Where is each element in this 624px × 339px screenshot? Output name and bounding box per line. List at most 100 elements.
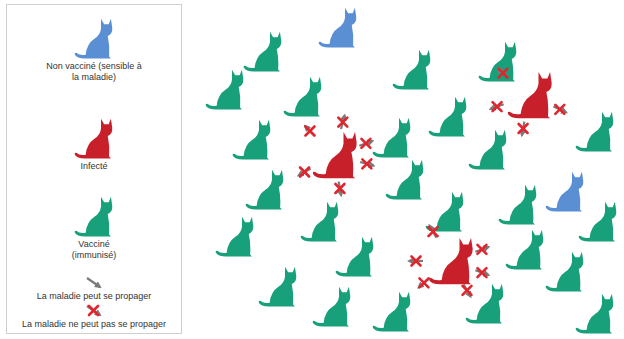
blocked-arrow [475,245,488,254]
cross-stroke [338,118,347,127]
spread-arrow [419,278,430,287]
vaccinated-cat [579,202,617,242]
cross-stroke [477,268,486,277]
cross-stroke [300,168,309,177]
cross-stroke [362,159,371,168]
cross-stroke [463,286,472,295]
cross-stroke [493,102,502,111]
cross-stroke [419,278,428,287]
vaccinated-cat [479,42,517,82]
vaccinated-cat [546,252,584,292]
vaccinated-cat [216,217,254,257]
blocked-cross [300,168,309,177]
legend-entry: La maladie ne peut pas se propager [7,303,181,330]
cross-stroke [361,139,370,148]
vaccinated-cat [469,130,507,170]
blocked-arrow [419,278,430,287]
vaccinated-cat [313,287,351,327]
vaccinated-cat [373,292,411,332]
legend-swatch [73,115,115,161]
legend-entry: Non vacciné (sensible à la maladie) [7,15,181,83]
spread-arrow [430,225,437,237]
blocked-arrow [475,268,488,277]
cross-stroke [498,69,507,78]
blocked-arrow [553,105,566,114]
vaccinated-cat [233,120,271,160]
blocked-cross [338,118,347,127]
blocked-cross [555,105,564,114]
cross-stroke [412,257,421,266]
blocked-cross [361,139,370,148]
cross-stroke [300,168,309,177]
cross-stroke [412,257,421,266]
infected-cat [508,72,552,118]
cross-stroke [498,69,507,78]
vaccinated-cat [576,112,614,152]
cross-stroke [335,184,344,193]
legend-label: Vacciné (immunisé) [64,239,124,261]
legend-label: Non vacciné (sensible à la maladie) [44,61,144,83]
blocked-arrow [360,159,374,168]
vaccinated-cat [206,70,244,110]
cross-stroke [519,124,528,133]
vaccinated-cat [259,267,297,307]
blocked-cross [362,159,371,168]
vaccinated-cat [336,237,374,277]
vaccinated-cat [386,160,424,200]
spread-arrow [87,306,100,315]
vaccinated-cat [244,32,282,72]
arrow-group [298,69,566,297]
blocked-cross [89,306,98,315]
blocked-arrow [359,139,372,148]
spread-arrow [298,169,310,176]
legend-entry: Infecté [7,115,181,172]
blocked-arrow [338,115,347,129]
blocked-cross [463,286,472,295]
blocked-arrow [519,122,528,136]
legend-panel: Non vacciné (sensible à la maladie) Infec… [6,4,182,334]
blocked-cross [305,126,314,135]
cat-group [206,8,617,334]
blocked-arrow [429,225,438,237]
blocked-cross [477,245,486,254]
vaccinated-cat [284,77,322,117]
legend-entry: Vacciné (immunisé) [7,193,181,261]
cross-stroke [429,227,438,236]
cat-swatch [75,197,113,237]
vaccinated-cat [466,284,504,324]
legend-label: La maladie peut se propager [37,291,152,302]
legend-label: La maladie ne peut pas se propager [22,319,166,330]
cross-stroke [305,126,314,135]
spread-arrow [305,126,315,136]
blocked-arrow [498,69,509,78]
cross-stroke [477,268,486,277]
cross-stroke [519,124,528,133]
blocked-arrow [335,182,344,196]
cross-stroke [477,245,486,254]
legend-swatch [82,275,106,291]
blocked-cross [519,124,528,133]
blocked-cross [493,102,502,111]
spread-arrow-sample [87,278,100,287]
legend-swatch [73,15,115,61]
vaccinated-cat [499,185,537,225]
cross-stroke [419,278,428,287]
spread-arrow [498,69,509,78]
infected-cat [313,132,357,178]
cat-swatch [75,19,113,59]
cross-stroke [429,227,438,236]
vaccinated-cat [576,294,614,334]
cross-stroke [89,306,98,315]
spread-arrow [464,284,471,296]
vaccinated-cat [301,202,339,242]
cross-stroke [493,102,502,111]
unvaccinated-cat [319,8,357,48]
cross-stroke [555,105,564,114]
blocked-arrow [305,126,315,136]
cross-stroke [477,245,486,254]
vaccinated-cat [429,97,467,137]
cross-stroke [335,184,344,193]
legend-label: Infecté [80,161,107,172]
vaccinated-cat [246,170,284,210]
cross-stroke [555,105,564,114]
